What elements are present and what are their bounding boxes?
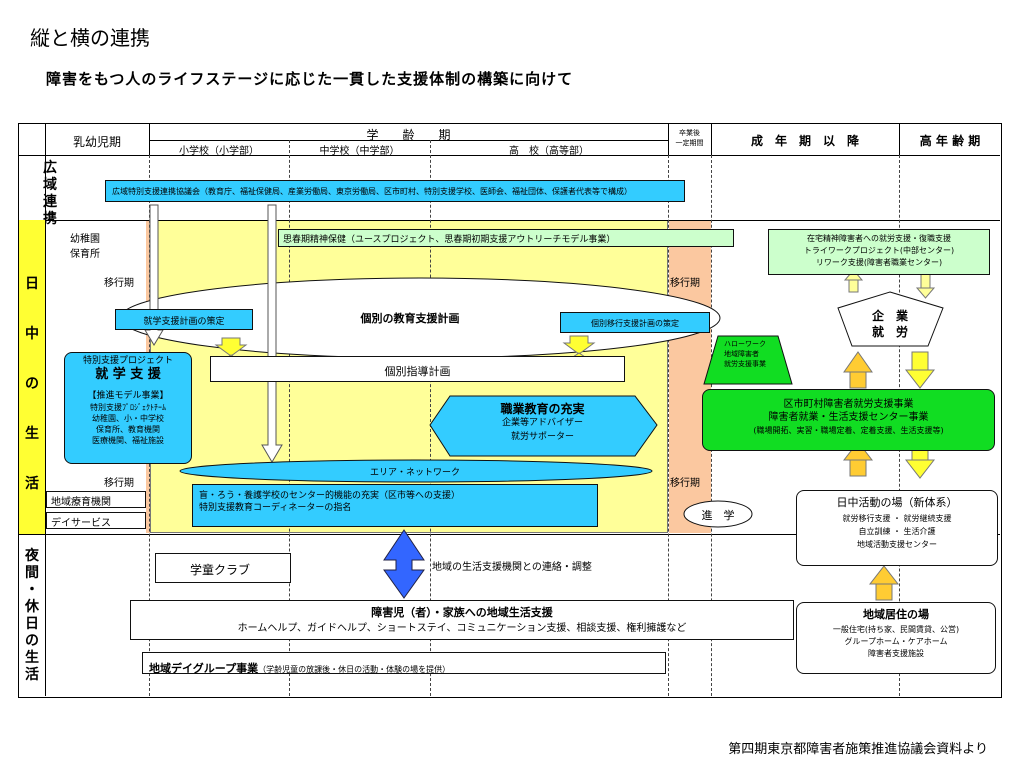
day-group-box: 地域デイグループ事業（学齢児童の放課後・休日の活動・体験の場を提供）	[142, 652, 666, 674]
municipal-support-box: 区市町村障害者就労支援事業 障害者就業・生活支援センター事業 (職場開拓、実習・…	[702, 389, 995, 451]
advance-label: 進 学	[701, 509, 735, 522]
header-elderly: 高 年 齢 期	[919, 134, 981, 148]
orange-up-arrow-2-head	[842, 441, 874, 461]
kindergarten-label: 幼稚園 保育所	[70, 234, 100, 260]
vocational-label: 職業教育の充実 企業等アドバイザー 就労サポーター	[500, 402, 585, 442]
orange-up-arrow-3-head	[868, 565, 900, 585]
blue-double-arrow	[383, 529, 425, 599]
corporate-label: 企 業 就 労	[871, 309, 908, 339]
area-network-ellipse	[179, 459, 653, 483]
transition-zone-right	[669, 220, 711, 533]
transition-plan-box: 個別移行支援計画の策定	[560, 312, 710, 333]
orange-up-arrow-1-head	[843, 351, 873, 373]
day-service-box: デイサービス	[46, 512, 146, 529]
header-post-grad: 卒業後一定期間	[675, 129, 704, 147]
youth-psych-box: 思春期精神保健（ユースプロジェクト、思春期初期支援アウトリーチモデル事業）	[278, 229, 734, 247]
header-junior-high: 中学校（中学部）	[319, 146, 400, 157]
day-activity-box: 日中活動の場（新体系） 就労移行支援 ・ 就労継続支援 自立訓練 ・ 生活介護 …	[796, 490, 998, 566]
psych-employment-box: 在宅精神障害者への就労支援・復職支援 トライワークプロジェクト(中部センター) …	[768, 229, 990, 275]
transition-label-4: 移行期	[670, 478, 700, 489]
side-label-daytime: 日 中 の 生 活	[19, 220, 45, 534]
white-arrow-mid	[261, 204, 283, 463]
advance-ellipse	[683, 500, 753, 528]
hello-work-label: ハローワーク 地域障害者 就労支援事業	[724, 340, 766, 368]
header-high-school: 高 校（高等部）	[509, 146, 589, 157]
transition-label-3: 移行期	[670, 278, 700, 289]
header-elementary: 小学校（小学部）	[179, 146, 259, 157]
area-network-label: エリア・ネットワーク	[369, 468, 460, 478]
transition-label-1: 移行期	[104, 278, 134, 289]
source-footer: 第四期東京都障害者施策推進協議会資料より	[728, 742, 988, 757]
down-arrow-head-psych	[915, 287, 936, 299]
transition-label-2: 移行期	[104, 478, 134, 489]
yellow-down-arrow-1	[911, 351, 929, 373]
slide-subtitle: 障害をもつ人のライフステージに応じた一貫した支援体制の構築に向けて	[46, 70, 574, 88]
yellow-down-arrow-2-head	[904, 459, 936, 479]
slide-title: 縦と横の連携	[30, 26, 150, 50]
center-function-box: 盲・ろう・養護学校のセンター的機能の充実（区市等への支援） 特別支援教育コーディ…	[192, 484, 598, 527]
header-school-age: 学 齢 期	[366, 128, 451, 142]
guidance-plan-box: 個別指導計画	[210, 356, 625, 382]
afterschool-club-box: 学童クラブ	[155, 553, 291, 583]
hello-work-trapezoid	[703, 335, 793, 385]
white-arrow-left	[144, 204, 164, 346]
up-arrow-head-psych	[843, 269, 864, 281]
edu-plan-label: 個別の教育支援計画	[360, 312, 460, 325]
vocational-hexagon	[429, 395, 658, 457]
residence-box: 地域居住の場 一般住宅(持ち家、民間賃貸、公営) グループホーム・ケアホーム 障…	[796, 602, 996, 674]
regional-medical-box: 地域療育機関	[46, 491, 146, 508]
header-infant: 乳幼児期	[72, 135, 121, 149]
school-plan-box: 就学支援計画の策定	[115, 309, 253, 330]
liaison-label: 地域の生活支援機関との連絡・調整	[432, 562, 592, 573]
header-adult: 成 年 期 以 降	[750, 134, 859, 148]
family-support-box: 障害児（者）・家族への地域生活支援 ホームヘルプ、ガイドヘルプ、ショートステイ、…	[130, 600, 794, 640]
special-project-box: 特別支援プロジェクト 就 学 支 援 【推進モデル事業】 特別支援ﾌﾟﾛｼﾞｪｸ…	[64, 352, 192, 464]
yellow-down-arrow-1-head	[904, 369, 936, 389]
side-label-night: 夜間・休日の生活	[25, 548, 39, 683]
side-label-wide-area: 広域連携	[43, 160, 57, 227]
council-bar: 広域特別支援連携協議会（教育庁、福祉保健局、産業労働局、東京労働局、区市町村、特…	[105, 180, 685, 202]
corporate-pentagon	[837, 291, 944, 347]
